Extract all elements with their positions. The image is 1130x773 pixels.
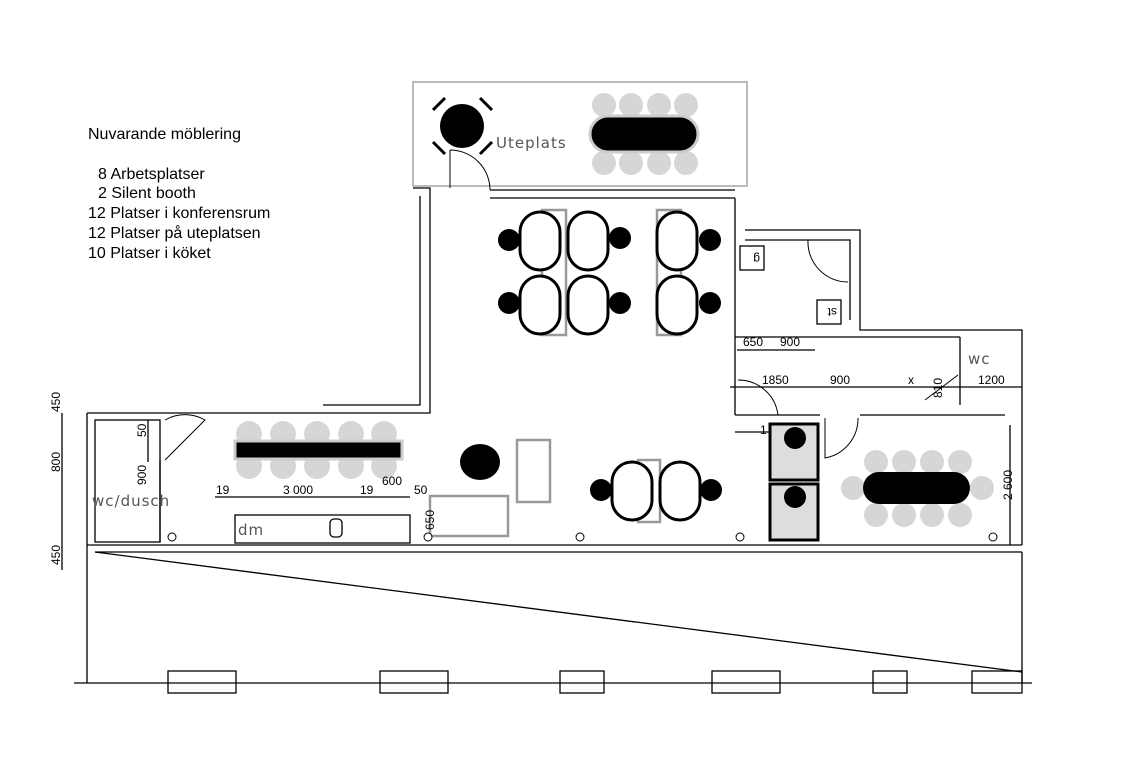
- dim-450: 450: [49, 392, 63, 412]
- round-table: [440, 104, 484, 148]
- dim-800: 800: [49, 452, 63, 472]
- patio-table: [588, 114, 700, 154]
- dim-810: 810: [931, 378, 945, 398]
- dim-50: 50: [414, 483, 428, 497]
- conference-table: [841, 450, 994, 527]
- legend-item: 12 Platser på uteplatsen: [88, 224, 261, 242]
- st-label: st: [827, 305, 837, 319]
- dim-1: 1: [760, 423, 767, 437]
- silent-booths: [768, 422, 820, 542]
- dim-2600: 2 600: [1001, 470, 1015, 500]
- patio-chairs: [592, 93, 698, 175]
- legend-item: 10 Platser i köket: [88, 245, 211, 262]
- dim-1850: 1850: [762, 373, 789, 387]
- dim-900: 900: [830, 373, 850, 387]
- wc-shower-label: wc/dusch: [92, 492, 170, 510]
- legend-item: 8 Arbetsplatser: [98, 166, 205, 183]
- dim-x: x: [908, 373, 914, 387]
- dim-650: 650: [423, 510, 437, 530]
- dimensions: 650 900 1850 900 x 810 1200 1 2 600 450 …: [49, 335, 1022, 570]
- patio-label: Uteplats: [496, 134, 567, 152]
- lounge-chairs: [431, 96, 494, 156]
- legend-item: 12 Platser i konferensrum: [88, 205, 270, 222]
- walls: [74, 187, 1032, 684]
- windows: [167, 670, 1023, 694]
- workstations: [498, 208, 722, 524]
- dim-19: 19: [360, 483, 374, 497]
- dim-50: 50: [135, 423, 149, 437]
- columns: [167, 532, 998, 542]
- dim-900: 900: [135, 465, 149, 485]
- legend-title: Nuvarande möblering: [88, 126, 241, 143]
- doors: [164, 149, 959, 461]
- g-label: g: [753, 252, 760, 266]
- lounge: [428, 438, 552, 538]
- legend-item: 2 Silent booth: [98, 185, 196, 202]
- dim-650: 650: [743, 335, 763, 349]
- dim-19: 19: [216, 483, 230, 497]
- furniture-legend: Nuvarande möblering 8 Arbetsplatser 2 Si…: [88, 126, 270, 262]
- wc-label: wc: [968, 350, 991, 368]
- dim-1200: 1200: [978, 373, 1005, 387]
- dim-450: 450: [49, 545, 63, 565]
- dim-3000: 3 000: [283, 483, 313, 497]
- dim-600: 600: [382, 474, 402, 488]
- kitchen-table: dm: [233, 421, 411, 544]
- dishwasher-label: dm: [238, 521, 264, 539]
- patio: Uteplats: [412, 81, 748, 187]
- dim-900: 900: [780, 335, 800, 349]
